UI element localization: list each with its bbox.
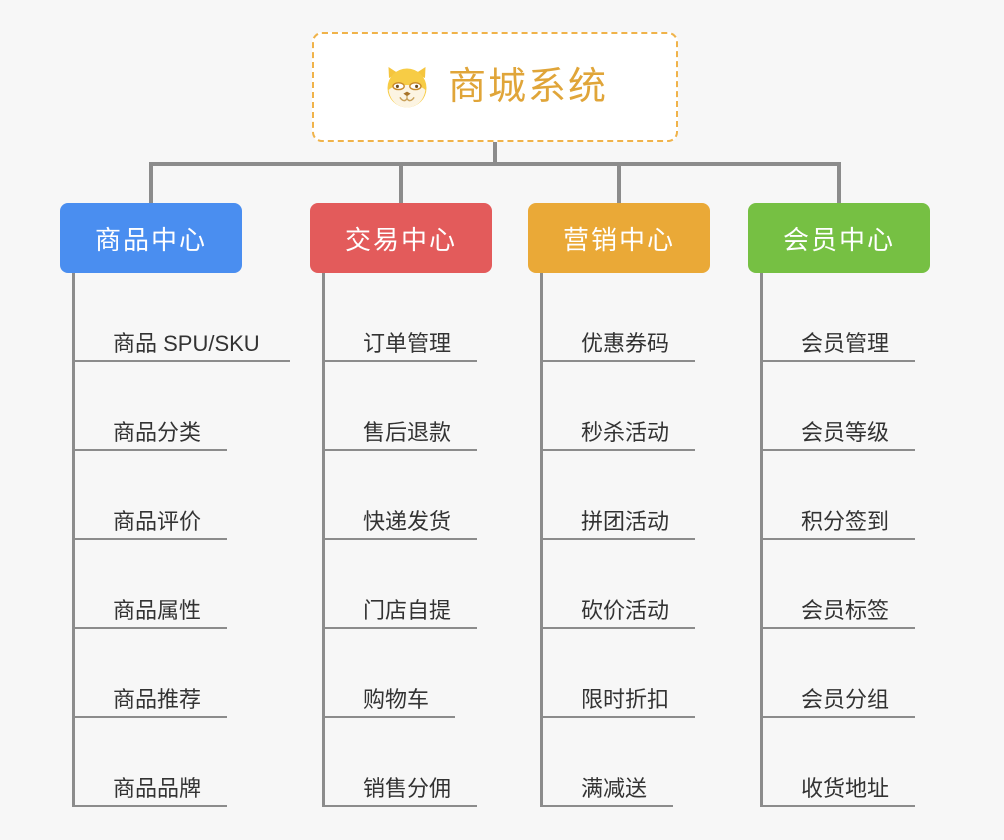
leaf-item[interactable]: 售后退款 [325,362,550,451]
connector-horizontal-bar [149,162,840,166]
category-label: 交易中心 [344,224,457,255]
leaf-label: 购物车 [363,686,430,712]
leaf-underline [325,360,477,362]
leaf-label: 收货地址 [801,775,890,801]
leaf-item[interactable]: 优惠券码 [543,273,768,362]
leaf-underline [325,805,477,807]
leaf-underline [543,360,695,362]
leaf-item[interactable]: 砍价活动 [543,540,768,629]
leaf-label: 满减送 [581,775,648,801]
category-header-trade-center[interactable]: 交易中心 [310,203,492,273]
leaf-item[interactable]: 限时折扣 [543,629,768,718]
category-label: 营销中心 [562,224,675,255]
leaf-underline [763,538,915,540]
leaf-item[interactable]: 满减送 [543,718,768,807]
leaf-list-trade-center: 订单管理 售后退款 快递发货 门店自提 购物车 销售分佣 [322,273,550,807]
leaf-label: 商品评价 [113,508,202,534]
leaf-item[interactable]: 商品分类 [75,362,320,451]
leaf-underline [763,805,915,807]
leaf-underline [325,716,455,718]
connector-drop-member-center [837,162,841,206]
leaf-underline [325,538,477,540]
root-title: 商城系统 [447,66,608,108]
category-label: 会员中心 [782,224,895,255]
leaf-underline [75,449,227,451]
leaf-label: 会员等级 [801,419,890,445]
category-label: 商品中心 [94,224,207,255]
leaf-underline [75,360,290,362]
leaf-underline [325,449,477,451]
leaf-label: 销售分佣 [363,775,452,801]
leaf-label: 秒杀活动 [581,419,670,445]
branch-trade-center: 交易中心 订单管理 售后退款 快递发货 门店自提 购物车 [310,203,550,807]
leaf-item[interactable]: 商品品牌 [75,718,320,807]
branch-member-center: 会员中心 会员管理 会员等级 积分签到 会员标签 会员分组 [748,203,988,807]
leaf-underline [75,538,227,540]
leaf-list-marketing-center: 优惠券码 秒杀活动 拼团活动 砍价活动 限时折扣 满减送 [540,273,768,807]
branch-marketing-center: 营销中心 优惠券码 秒杀活动 拼团活动 砍价活动 限时折扣 [528,203,768,807]
leaf-label: 会员分组 [801,686,890,712]
leaf-underline [543,627,695,629]
leaf-item[interactable]: 销售分佣 [325,718,550,807]
leaf-list-member-center: 会员管理 会员等级 积分签到 会员标签 会员分组 收货地址 [760,273,988,807]
leaf-label: 商品推荐 [113,686,202,712]
connector-drop-product-center [149,162,153,206]
leaf-item[interactable]: 会员等级 [763,362,988,451]
leaf-underline [543,538,695,540]
leaf-underline [325,627,477,629]
leaf-label: 优惠券码 [581,330,670,356]
leaf-label: 砍价活动 [581,597,670,623]
leaf-item[interactable]: 快递发货 [325,451,550,540]
leaf-item[interactable]: 拼团活动 [543,451,768,540]
leaf-item[interactable]: 收货地址 [763,718,988,807]
leaf-item[interactable]: 商品属性 [75,540,320,629]
leaf-label: 快递发货 [363,508,452,534]
leaf-label: 会员管理 [801,330,890,356]
leaf-underline [763,360,915,362]
connector-drop-trade-center [399,162,403,206]
leaf-item[interactable]: 商品 SPU/SKU [75,273,320,362]
leaf-item[interactable]: 门店自提 [325,540,550,629]
leaf-label: 订单管理 [363,330,452,356]
leaf-item[interactable]: 商品评价 [75,451,320,540]
leaf-underline [75,805,227,807]
leaf-underline [763,449,915,451]
leaf-item[interactable]: 会员分组 [763,629,988,718]
leaf-label: 商品属性 [113,597,202,623]
leaf-underline [543,449,695,451]
leaf-label: 商品 SPU/SKU [113,330,260,356]
leaf-underline [763,627,915,629]
leaf-item[interactable]: 订单管理 [325,273,550,362]
leaf-label: 商品分类 [113,419,202,445]
leaf-label: 积分签到 [801,508,890,534]
leaf-label: 商品品牌 [113,775,202,801]
leaf-item[interactable]: 商品推荐 [75,629,320,718]
leaf-underline [543,805,673,807]
connector-drop-marketing-center [617,162,621,206]
leaf-underline [543,716,695,718]
leaf-underline [75,627,227,629]
leaf-list-product-center: 商品 SPU/SKU 商品分类 商品评价 商品属性 商品推荐 商品品牌 [72,273,320,807]
leaf-item[interactable]: 秒杀活动 [543,362,768,451]
leaf-label: 限时折扣 [581,686,670,712]
shiba-dog-icon [387,67,427,108]
leaf-label: 门店自提 [363,597,452,623]
branch-product-center: 商品中心 商品 SPU/SKU 商品分类 商品评价 商品属性 商品推荐 [60,203,320,807]
root-node[interactable]: 商城系统 [312,32,678,142]
leaf-label: 会员标签 [801,597,890,623]
connector-root-trunk [493,142,497,166]
leaf-label: 拼团活动 [581,508,670,534]
category-header-member-center[interactable]: 会员中心 [748,203,930,273]
leaf-label: 售后退款 [363,419,452,445]
leaf-item[interactable]: 购物车 [325,629,550,718]
category-header-marketing-center[interactable]: 营销中心 [528,203,710,273]
category-header-product-center[interactable]: 商品中心 [60,203,242,273]
leaf-item[interactable]: 积分签到 [763,451,988,540]
leaf-underline [763,716,915,718]
leaf-underline [75,716,227,718]
leaf-item[interactable]: 会员管理 [763,273,988,362]
leaf-item[interactable]: 会员标签 [763,540,988,629]
